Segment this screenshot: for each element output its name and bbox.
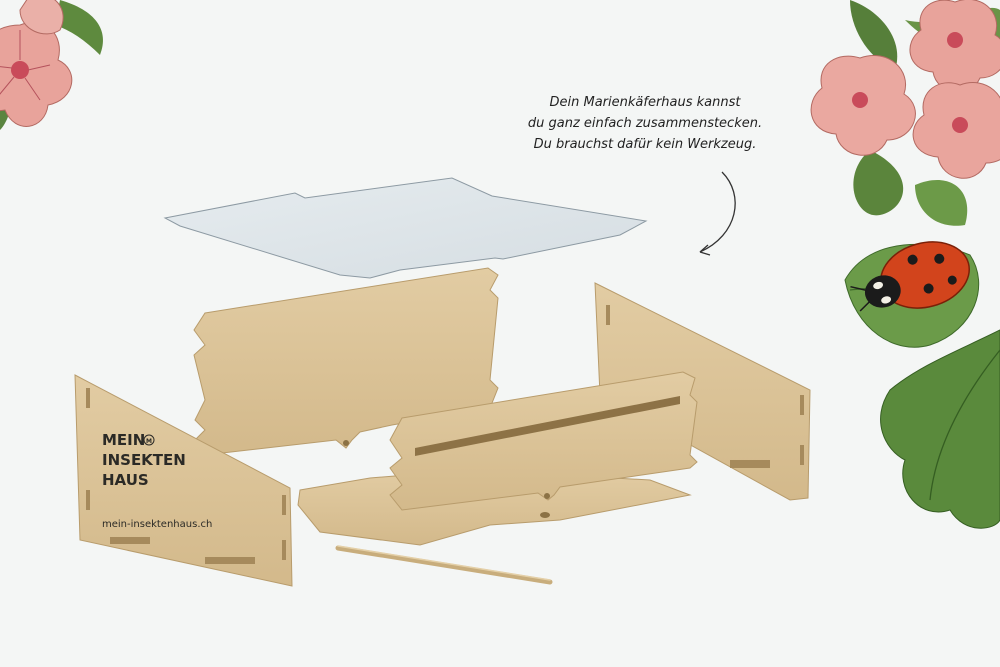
left-side-panel: MEIN INSEKTEN HAUS M mein-insektenhaus.c… [74, 374, 293, 587]
flower-decoration-top-left [0, 0, 104, 130]
caption-arrowhead [699, 244, 711, 256]
brand-line-2: INSEKTEN [102, 451, 186, 469]
back-wall-panel [193, 267, 499, 456]
brand-mark: M [146, 438, 152, 445]
right-side-panel [594, 282, 811, 501]
caption-line-1: Dein Marienkäferhaus kannst [549, 95, 741, 110]
brand-line-1: MEIN [102, 431, 145, 449]
roof-panel [163, 177, 648, 279]
ladybug [850, 241, 970, 312]
caption-arrow [699, 171, 736, 253]
assembly-caption: Dein Marienkäferhaus kannst du ganz einf… [500, 92, 790, 155]
caption-line-3: Du brauchst dafür kein Werkzeug. [533, 137, 757, 152]
brand-website: mein-insektenhaus.ch [102, 519, 212, 530]
caption-line-2: du ganz einfach zusammenstecken. [527, 116, 763, 131]
dowel-rod [335, 545, 553, 585]
brand-line-3: HAUS [102, 471, 149, 489]
brand-logo: MEIN INSEKTEN HAUS M [102, 431, 186, 489]
front-wall-panel [389, 371, 698, 511]
